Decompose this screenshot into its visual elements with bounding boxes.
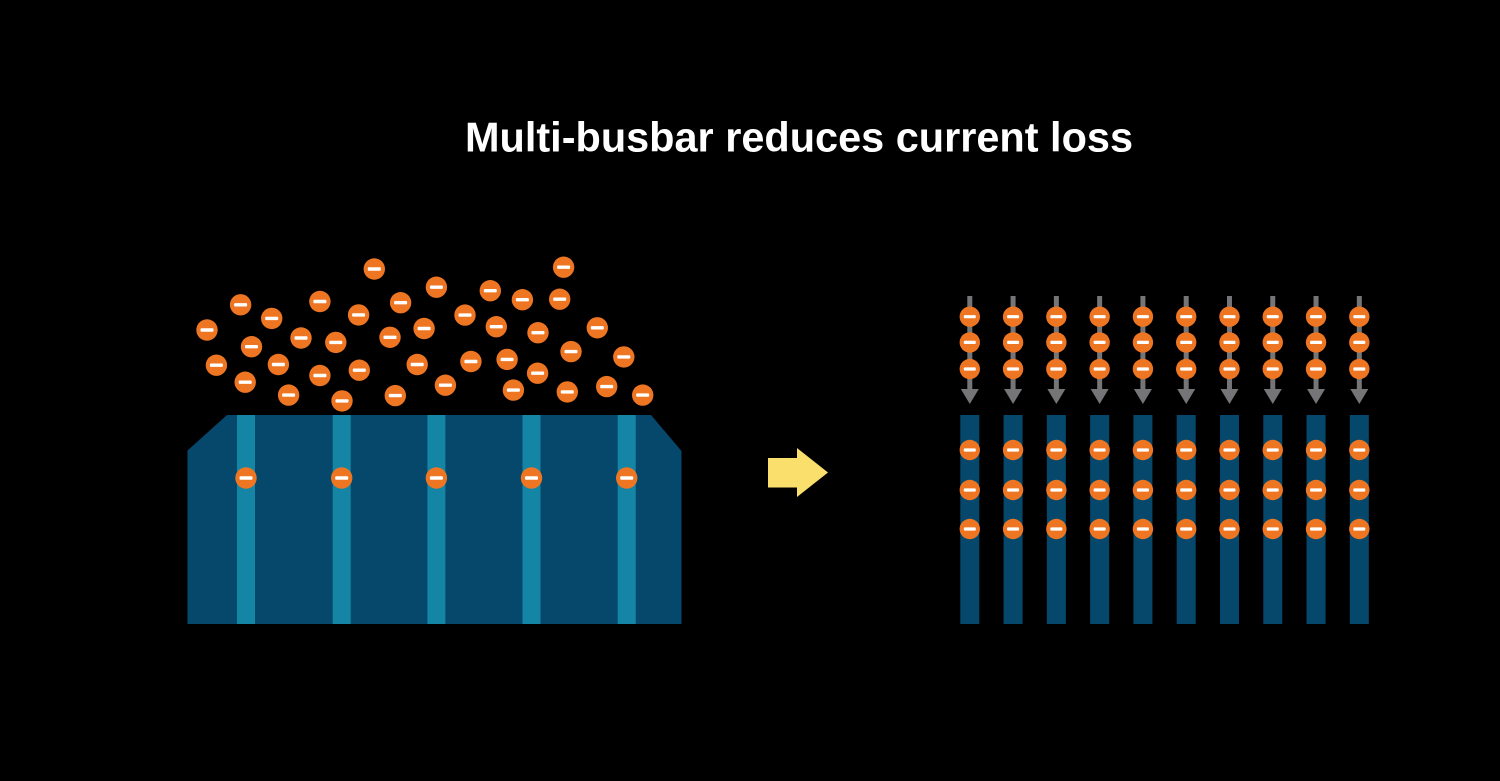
svg-text:Multi-busbar reduces current l: Multi-busbar reduces current loss [465,114,1133,161]
